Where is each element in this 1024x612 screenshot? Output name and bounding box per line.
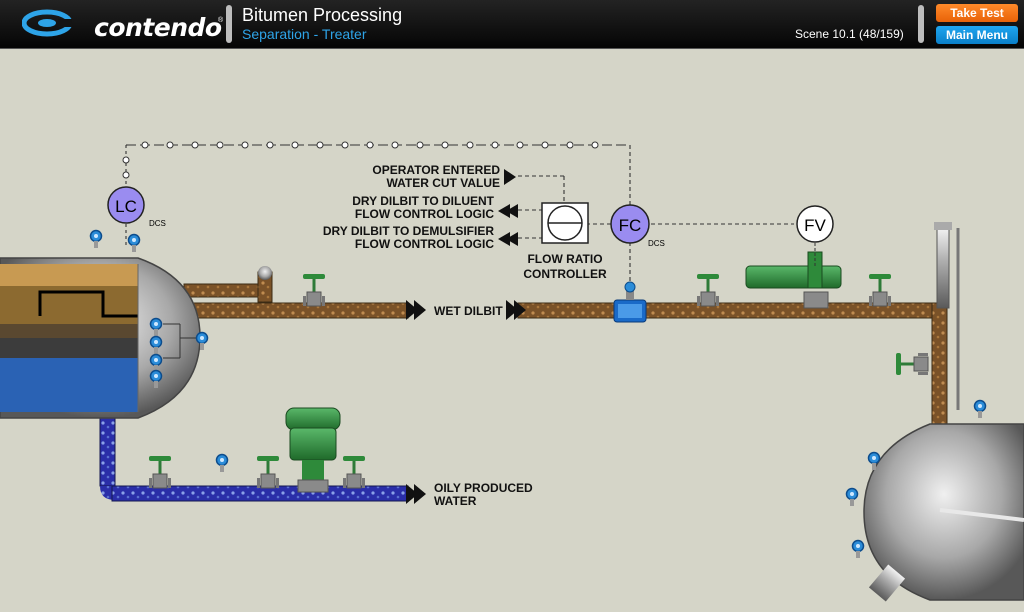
header-bar: contendo ® Bitumen Processing Separation… [0,0,1024,49]
ratio-controller-line2: CONTROLLER [523,267,607,281]
wet-dilbit-pipe [183,266,948,429]
take-test-button[interactable]: Take Test [936,4,1018,22]
wet-dilbit-out-arrow [406,300,426,320]
demulsifier-logic-line2: FLOW CONTROL LOGIC [355,237,494,251]
treater-vessel [845,399,1024,602]
demulsifier-logic-line1: DRY DILBIT TO DEMULSIFIER [323,224,494,238]
header-divider [226,5,232,43]
logic-output-arrows [498,169,518,246]
oily-water-line1: OILY PRODUCED [434,481,533,495]
page-title: Bitumen Processing [242,5,403,25]
main-menu-button[interactable]: Main Menu [936,26,1018,44]
flow-meter [613,281,647,323]
vessel-transmitters [89,229,141,253]
contendo-logo: contendo ® [21,8,223,42]
operator-entered-line1: OPERATOR ENTERED [372,163,500,177]
brand-name: contendo [94,13,222,42]
wet-dilbit-in-arrow [506,300,526,320]
oily-water-arrow [406,484,426,504]
page-subtitle: Separation - Treater [242,26,367,42]
wet-dilbit-label: WET DILBIT [434,304,503,318]
flow-valve-indicator[interactable]: FV [796,205,834,243]
ratio-controller-box[interactable] [541,202,589,244]
oily-water-pipe [99,413,409,502]
separator-vessel [0,257,201,419]
flow-controller[interactable]: FC DCS [610,204,665,248]
flow-control-valve [745,238,842,309]
diluent-logic-line1: DRY DILBIT TO DILUENT [352,194,494,208]
fc-dcs-tag: DCS [648,239,665,248]
fv-label: FV [804,216,826,235]
ratio-controller-line1: FLOW RATIO [527,252,602,266]
diluent-logic-line2: FLOW CONTROL LOGIC [355,207,494,221]
signal-line-dots [122,141,599,179]
fc-label: FC [619,216,642,235]
lc-label: LC [115,197,137,216]
lc-dcs-tag: DCS [149,219,166,228]
level-gauge-taps [149,317,209,389]
header-divider-right [918,5,924,43]
registered-mark: ® [218,17,224,24]
swirl-logo-icon [21,9,73,37]
level-control-valve [285,407,341,493]
scene-counter: Scene 10.1 (48/159) [795,27,904,41]
operator-entered-line2: WATER CUT VALUE [386,176,500,190]
level-controller[interactable]: LC DCS [107,186,166,228]
oily-water-line2: WATER [434,494,477,508]
outlet-riser [894,222,960,410]
